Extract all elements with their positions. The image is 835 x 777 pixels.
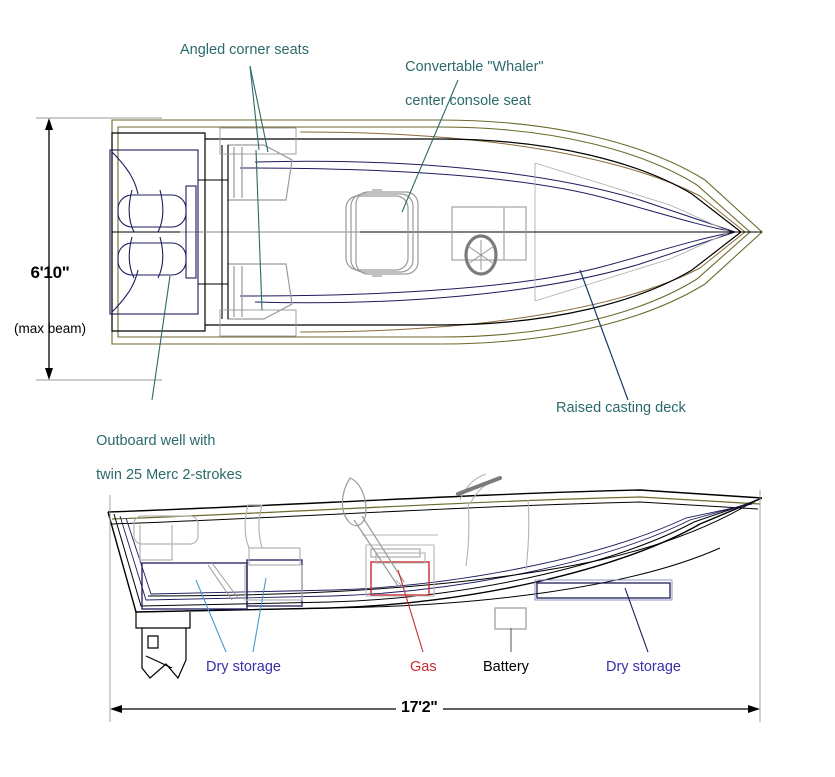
side-view-bow-rail xyxy=(456,473,530,571)
leader-lines xyxy=(151,65,649,653)
label-gas: Gas xyxy=(410,659,437,675)
outboard-motor-port xyxy=(117,189,187,233)
top-view-group xyxy=(109,119,763,345)
label-console-seat: Convertable "Whaler" center console seat xyxy=(389,42,544,128)
beam-dimension-label: 6'10" (max beam) xyxy=(0,225,100,374)
label-battery: Battery xyxy=(483,659,529,675)
side-view-outboard xyxy=(135,612,191,680)
beam-value: 6'10" xyxy=(30,262,70,282)
angled-corner-seat-starboard xyxy=(227,263,293,320)
angled-corner-seat-port xyxy=(227,144,293,201)
top-view-gunwale-outline xyxy=(111,119,763,345)
side-view-aft-seat xyxy=(133,515,199,561)
top-view-deck-curves xyxy=(239,160,736,304)
beam-dimension xyxy=(36,117,162,381)
label-console-seat-line2: center console seat xyxy=(405,93,531,110)
steering-wheel-icon xyxy=(464,234,498,276)
center-console-top xyxy=(451,206,527,261)
outboard-motor-starboard xyxy=(117,236,187,279)
side-view-strake xyxy=(147,499,757,597)
side-view-steering-wheel xyxy=(341,477,405,587)
label-console-seat-line1: Convertable "Whaler" xyxy=(405,59,544,76)
battery-box xyxy=(494,607,527,630)
label-dry-storage-fwd: Dry storage xyxy=(606,659,681,675)
side-view-group xyxy=(107,473,763,680)
label-raised-casting-deck: Raised casting deck xyxy=(556,400,686,416)
top-view-bulkhead-light xyxy=(219,127,297,337)
label-dry-storage-aft: Dry storage xyxy=(206,659,281,675)
label-outboard-well-line2: twin 25 Merc 2-strokes xyxy=(96,467,242,484)
outboard-well xyxy=(109,149,199,315)
top-view-bulkhead xyxy=(198,145,229,319)
side-view-mid-seat xyxy=(244,504,303,601)
label-outboard-well: Outboard well with twin 25 Merc 2-stroke… xyxy=(80,416,242,502)
length-dimension xyxy=(109,490,761,722)
dry-storage-aft-box xyxy=(141,559,303,610)
beam-note: (max beam) xyxy=(13,320,86,336)
label-outboard-well-line1: Outboard well with xyxy=(96,433,216,450)
center-console-seat xyxy=(345,189,419,277)
length-dimension-label: 17'2" xyxy=(396,699,443,718)
label-angled-corner-seats: Angled corner seats xyxy=(180,42,309,58)
dry-storage-fwd-box xyxy=(534,579,673,601)
